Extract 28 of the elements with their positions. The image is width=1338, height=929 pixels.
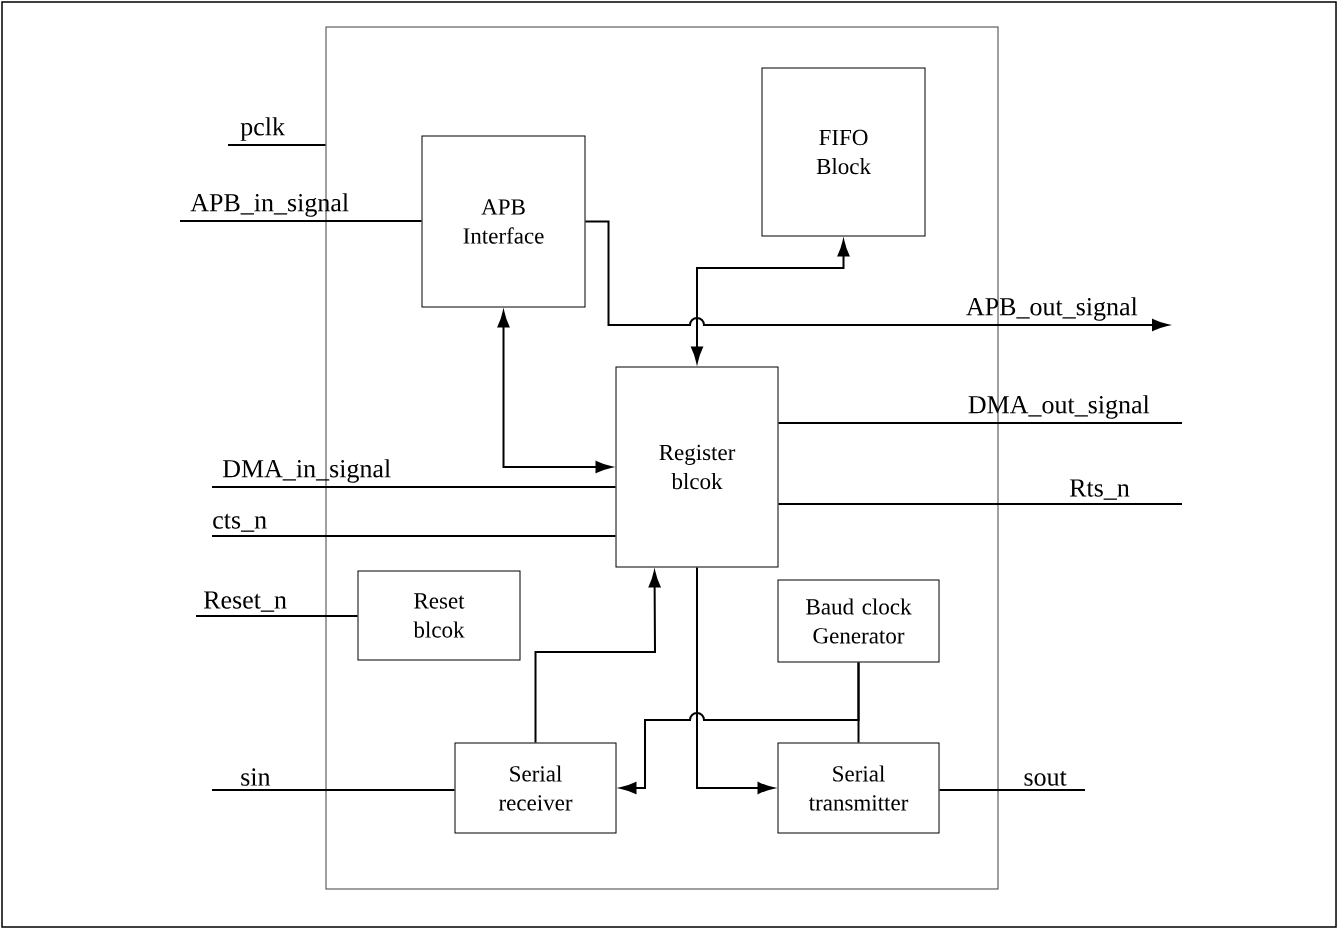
signal-line xyxy=(227,144,327,146)
signal-line xyxy=(777,422,1183,424)
signal-label: DMA_in_signal xyxy=(222,459,391,483)
signal-line xyxy=(211,535,617,537)
signal-label: sout xyxy=(1024,770,1067,786)
signal-line xyxy=(777,503,1183,505)
signal-label: DMA_out_signal xyxy=(968,395,1150,419)
block-box: Serial receiver xyxy=(454,742,617,834)
signal-line xyxy=(195,615,359,617)
arrow xyxy=(620,661,860,794)
signal-label: pclk xyxy=(240,117,285,141)
signal-line xyxy=(938,789,1086,791)
block-box: Baud clock Generator xyxy=(777,579,940,663)
signal-label: APB_in_signal xyxy=(190,193,349,217)
signal-label: sin xyxy=(241,768,271,786)
signal-label: cts_n xyxy=(213,513,267,532)
block-box: Reset blcok xyxy=(357,570,521,661)
block-box: Register blcok xyxy=(615,366,779,568)
block-box: Serial transmitter xyxy=(777,742,940,834)
signal-line xyxy=(211,789,456,791)
signal-line xyxy=(211,486,617,488)
signal-label: APB_out_signal xyxy=(966,297,1138,321)
block-box: FIFO Block xyxy=(761,67,926,237)
signal-line xyxy=(179,220,423,222)
signal-label: Rts_n xyxy=(1069,479,1130,500)
arrow xyxy=(696,566,774,794)
block-box: APB Interface xyxy=(421,135,586,308)
signal-label: Reset_n xyxy=(203,591,287,612)
